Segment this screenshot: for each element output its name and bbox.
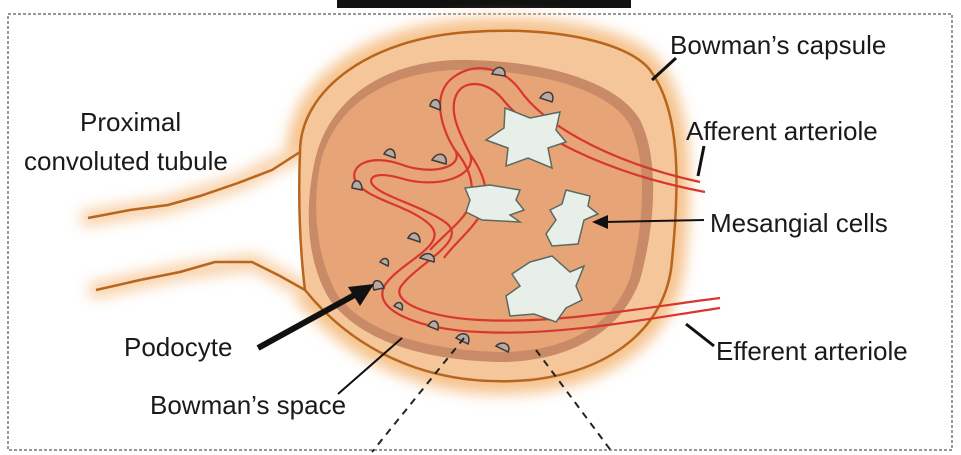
- label-mesangial-cells: Mesangial cells: [710, 208, 888, 238]
- afferent-arteriole-leader: [698, 146, 704, 176]
- label-bowmans-space: Bowman’s space: [150, 390, 346, 420]
- title-bar: [337, 0, 631, 8]
- label-convoluted-tubule: convoluted tubule: [24, 146, 228, 176]
- podocyte-cell: [352, 181, 362, 190]
- efferent-arteriole-leader: [686, 324, 714, 346]
- label-bowmans-capsule: Bowman’s capsule: [670, 30, 886, 60]
- label-afferent-arteriole: Afferent arteriole: [686, 116, 878, 146]
- label-podocyte: Podocyte: [124, 332, 232, 362]
- label-proximal: Proximal: [80, 107, 181, 137]
- label-efferent-arteriole: Efferent arteriole: [716, 336, 908, 366]
